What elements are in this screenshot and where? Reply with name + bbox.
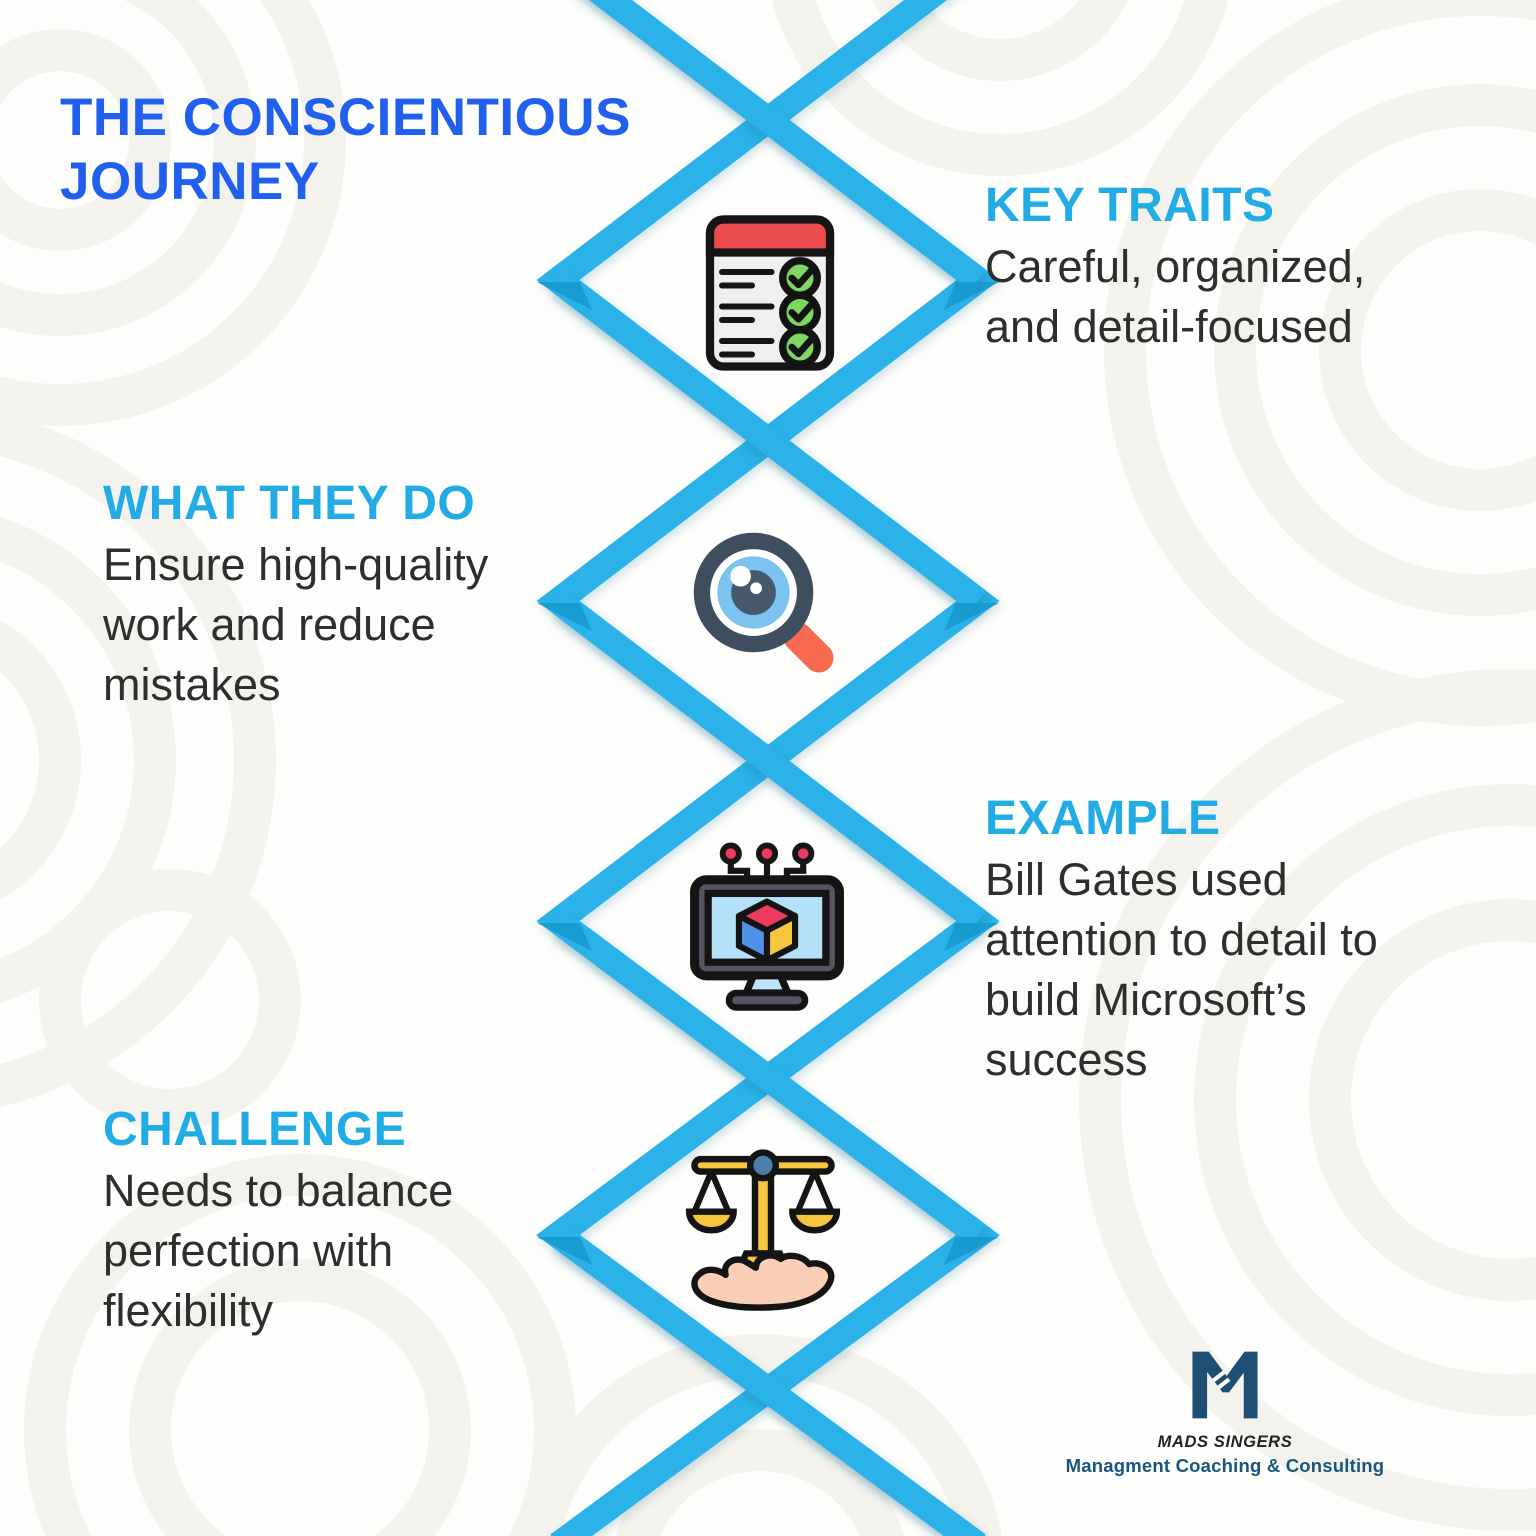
brand-name: MADS SINGERS	[1157, 1433, 1293, 1451]
mads-singers-m-logo-icon	[1192, 1351, 1258, 1419]
body-line: Ensure high-quality	[103, 539, 489, 590]
monitor-3d-cube-icon	[690, 842, 844, 1011]
scales-in-hand-icon	[685, 1149, 841, 1311]
body-line: success	[985, 1034, 1148, 1085]
brand-tagline: Managment Coaching & Consulting	[1065, 1455, 1385, 1476]
body-line: work and reduce	[103, 599, 436, 650]
section-body: Careful, organized, and detail-focused	[985, 237, 1365, 357]
body-line: build Microsoft’s	[985, 974, 1307, 1025]
body-line: Needs to balance	[103, 1165, 454, 1216]
section-challenge: CHALLENGE Needs to balance perfection wi…	[103, 1104, 453, 1341]
checklist-icon	[705, 215, 835, 371]
section-body: Ensure high-quality work and reduce mist…	[103, 535, 488, 715]
section-body: Bill Gates used attention to detail to b…	[985, 850, 1378, 1090]
page-title-line-1: THE CONSCIENTIOUS	[60, 88, 631, 147]
section-example: EXAMPLE Bill Gates used attention to det…	[985, 793, 1378, 1090]
body-line: attention to detail to	[985, 914, 1378, 965]
body-line: Careful, organized,	[985, 241, 1366, 292]
body-line: perfection with	[103, 1225, 394, 1276]
section-body: Needs to balance perfection with flexibi…	[103, 1161, 453, 1341]
section-heading: WHAT THEY DO	[103, 477, 476, 530]
body-line: Bill Gates used	[985, 854, 1288, 905]
section-heading: EXAMPLE	[985, 792, 1221, 845]
section-heading: KEY TRAITS	[985, 179, 1275, 232]
brand-logo: MADS SINGERS Managment Coaching & Consul…	[1025, 1350, 1425, 1477]
page-title-line-2: JOURNEY	[60, 152, 320, 211]
magnifier-eye-icon	[693, 532, 834, 673]
body-line: flexibility	[103, 1285, 274, 1336]
section-heading: CHALLENGE	[103, 1103, 407, 1156]
section-key-traits: KEY TRAITS Careful, organized, and detai…	[985, 180, 1365, 357]
body-line: mistakes	[103, 659, 281, 710]
body-line: and detail-focused	[985, 301, 1353, 352]
page-title: THE CONSCIENTIOUS JOURNEY	[60, 86, 631, 214]
section-what-they-do: WHAT THEY DO Ensure high-quality work an…	[103, 478, 488, 715]
